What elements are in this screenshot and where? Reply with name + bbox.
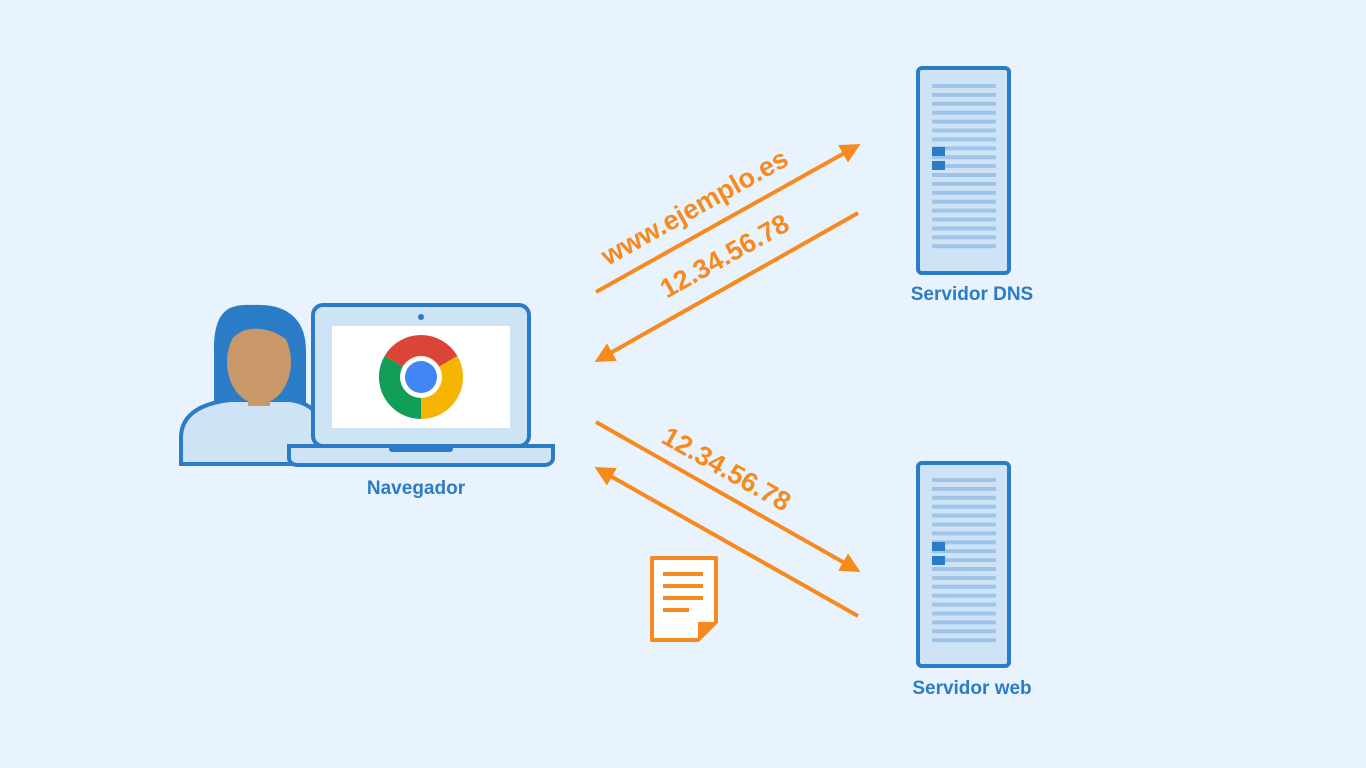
server-rack-line	[932, 549, 996, 554]
server-rack-line	[932, 226, 996, 231]
server-rack-line	[932, 558, 996, 563]
server-rack-line	[932, 540, 996, 545]
server-rack-line	[932, 620, 996, 625]
web-request-arrow	[595, 420, 861, 572]
web-server-label: Servidor web	[912, 678, 1031, 699]
server-rack-line	[932, 155, 996, 160]
server-rack-line	[932, 522, 996, 527]
dns-server-icon	[916, 66, 1011, 275]
chrome-icon	[378, 334, 464, 419]
server-rack-line	[932, 235, 996, 240]
server-rack-line	[932, 531, 996, 536]
server-rack-line	[932, 128, 996, 133]
server-rack-line	[932, 84, 996, 88]
server-rack-line	[932, 611, 996, 616]
server-rack-line	[932, 146, 996, 151]
dns-server-label: Servidor DNS	[911, 284, 1033, 305]
server-rack-line	[932, 190, 996, 195]
server-rack-line	[932, 181, 996, 186]
server-rack-line	[932, 486, 996, 491]
server-rack-line	[932, 602, 996, 607]
server-rack-line	[932, 629, 996, 634]
server-rack-line	[932, 244, 996, 249]
dns-query-label: www.ejemplo.es	[595, 143, 793, 272]
document-icon	[650, 556, 718, 642]
server-rack-line	[932, 119, 996, 124]
server-rack-line	[932, 638, 996, 643]
server-rack-line	[932, 478, 996, 482]
user-avatar-icon	[179, 304, 324, 466]
server-rack-line	[932, 92, 996, 97]
server-rack-line	[932, 567, 996, 571]
server-rack-line	[932, 575, 996, 580]
server-rack-line	[932, 593, 996, 598]
server-rack-line	[932, 217, 996, 222]
web-response-arrow	[594, 467, 859, 618]
server-rack-line	[932, 199, 996, 204]
server-rack-line	[932, 495, 996, 500]
dns-response-arrow	[594, 211, 859, 362]
server-rack-line	[932, 173, 996, 177]
server-rack-line	[932, 164, 996, 169]
server-rack-line	[932, 208, 996, 213]
web-server-icon	[916, 461, 1011, 668]
server-rack-line	[932, 513, 996, 518]
server-rack-line	[932, 584, 996, 589]
server-rack-line	[932, 110, 996, 115]
server-rack-line	[932, 101, 996, 106]
server-rack-line	[932, 504, 996, 509]
browser-label: Navegador	[367, 478, 466, 499]
server-rack-line	[932, 137, 996, 142]
dns-query-arrow	[595, 144, 861, 294]
